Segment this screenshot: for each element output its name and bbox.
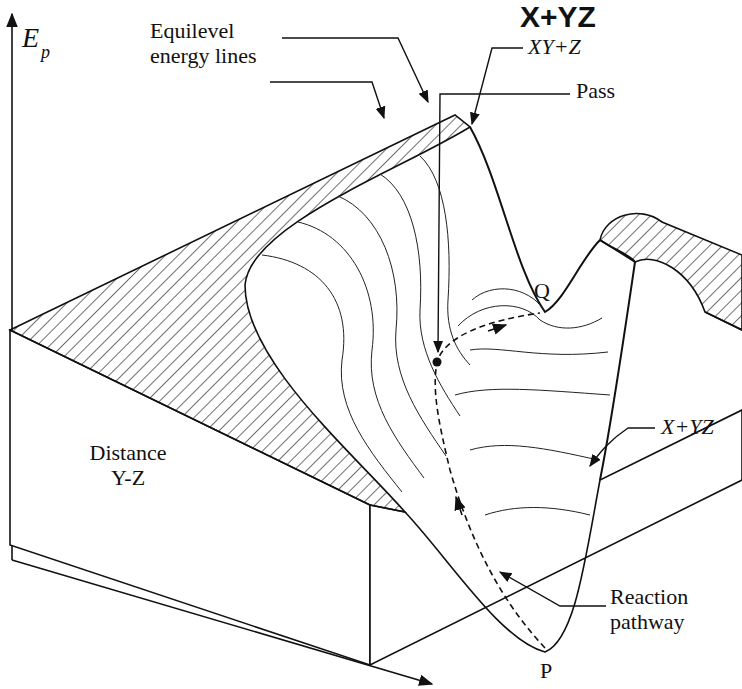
callout-label: X+YZ xyxy=(661,414,714,439)
pass-dot xyxy=(433,358,442,367)
leader-line xyxy=(282,38,428,102)
pathway-arrow xyxy=(456,497,462,515)
leader-line xyxy=(270,82,384,118)
pathway-arrow xyxy=(488,325,506,331)
leader-line xyxy=(590,428,655,466)
axis-label: E xyxy=(22,22,39,54)
plateau-hatch-right xyxy=(600,214,742,330)
contour-lines xyxy=(262,156,610,515)
callout-label: Equilevel energy lines xyxy=(150,18,280,69)
surface-cliff xyxy=(600,240,635,480)
block-front-face xyxy=(370,410,742,665)
reaction-title: X+YZ xyxy=(520,0,596,35)
callout-label: P xyxy=(540,658,552,683)
reaction-pathway xyxy=(435,313,545,648)
leader-line xyxy=(438,94,570,352)
leader-line xyxy=(500,572,606,606)
surface-ridge xyxy=(470,127,600,312)
plateau-edge xyxy=(705,312,742,330)
axis-label: p xyxy=(41,42,50,63)
callout-label: XY+Z xyxy=(528,34,581,59)
leader-line xyxy=(472,48,523,124)
callout-label: Distance Y-Z xyxy=(80,440,176,491)
callout-label: Q xyxy=(534,278,550,303)
callout-label: Reaction pathway xyxy=(610,584,738,635)
callout-label: Pass xyxy=(576,78,615,103)
plateau-hatch xyxy=(10,115,470,512)
